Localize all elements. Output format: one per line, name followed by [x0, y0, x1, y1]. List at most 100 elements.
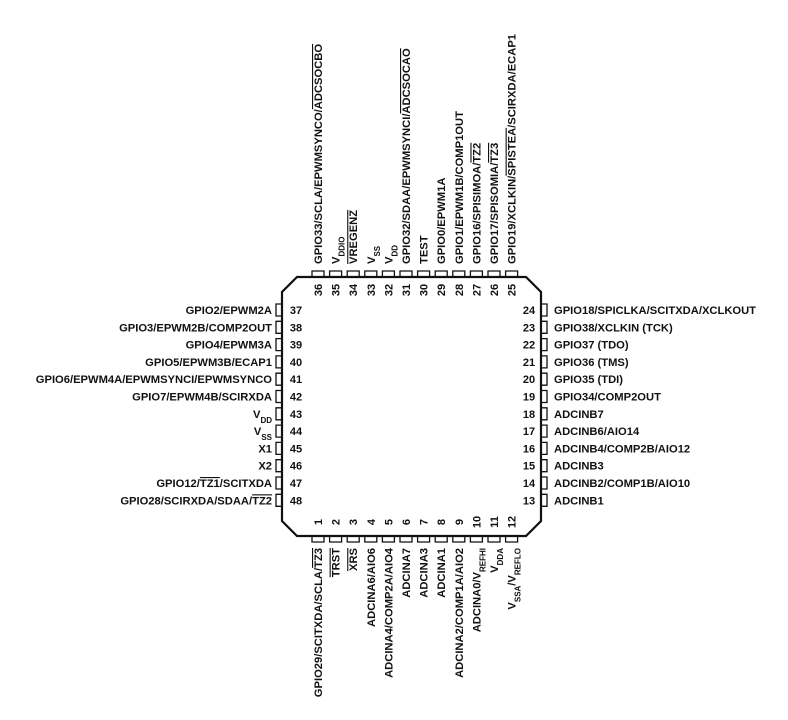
pin-label: GPIO34/COMP2OUT	[554, 392, 661, 404]
pin-number: 13	[523, 495, 535, 507]
pin-label: GPIO19/XCLKIN/SPISTEA/SCIRXDA/ECAP1	[507, 34, 519, 264]
pin-stub	[487, 536, 501, 543]
pin-label: VSSA/VREFLO	[507, 548, 523, 610]
pin-label: ADCINB7	[554, 409, 604, 421]
pin-number: 28	[454, 284, 466, 296]
pin-label: ADCINB2/COMP1B/AIO10	[554, 478, 690, 490]
pin-label: GPIO4/EPWM3A	[186, 340, 272, 352]
pin-number: 21	[523, 357, 535, 369]
pin-label: ADCINA7	[401, 548, 413, 598]
pin-number: 46	[290, 461, 302, 473]
pin-stub	[416, 270, 431, 277]
pin-number: 29	[436, 284, 448, 296]
pin-label: TRST	[331, 548, 343, 577]
pin-number: 33	[366, 284, 378, 296]
pin-label: X2	[258, 461, 272, 473]
pin-number: 26	[489, 284, 501, 296]
pin-label: ADCINB6/AIO14	[554, 426, 640, 438]
pin-number: 20	[523, 374, 535, 386]
pin-number: 44	[290, 426, 303, 438]
pin-label: GPIO37 (TDO)	[554, 340, 629, 352]
pin-label: ADCINA3	[419, 548, 431, 598]
pin-label: ADCINA2/COMP1A/AIO2	[454, 548, 466, 678]
pin-stub	[434, 536, 448, 543]
pin-label: ADCINA1	[436, 548, 448, 598]
pin-label: GPIO29/SCITXDA/SCLA/TZ3	[313, 548, 325, 697]
pin-label: GPIO17/SPISOMIA/TZ3	[489, 143, 501, 264]
pin-number: 11	[489, 516, 501, 528]
pin-stub	[469, 536, 484, 543]
pin-stub	[275, 459, 282, 473]
pin-number: 30	[419, 284, 431, 296]
pin-stub	[328, 270, 343, 277]
pin-number: 6	[401, 519, 413, 525]
pin-number: 4	[366, 518, 378, 525]
pin-stub	[275, 407, 282, 421]
pin-label: GPIO1/EPWM1B/COMP1OUT	[454, 111, 466, 264]
pin-number: 9	[454, 519, 466, 525]
pin-number: 42	[290, 392, 302, 404]
pin-label: GPIO7/EPWM4B/SCIRXDA	[132, 392, 272, 404]
pin-28: 28 GPIO1/EPWM1B/COMP1OUT	[452, 111, 466, 296]
pin-number: 24	[523, 305, 536, 317]
pin-label: VSS	[366, 245, 382, 264]
pin-number: 22	[523, 340, 535, 352]
top-pin-group: 36GPIO33/SCLA/EPWMSYNCO/ADCSOCBO35VDDIO3…	[311, 34, 519, 296]
pin-label: GPIO35 (TDI)	[554, 374, 623, 386]
pin-label: XRS	[348, 547, 360, 571]
pin-number: 32	[383, 284, 395, 296]
pin-stub	[541, 320, 548, 334]
pin-stub	[275, 320, 282, 334]
pin-number: 36	[313, 284, 325, 296]
pin-stub	[364, 270, 378, 277]
pin-number: 2	[331, 519, 343, 525]
pin-label: GPIO38/XCLKIN (TCK)	[554, 322, 673, 334]
pin-number: 35	[331, 284, 343, 296]
pin-stub	[275, 337, 282, 352]
pin-label: VDDIO	[331, 237, 347, 264]
pin-label: GPIO6/EPWM4A/EPWMSYNCI/EPWMSYNCO	[36, 374, 273, 386]
pin-number: 45	[290, 443, 302, 455]
pin-38: 38 GPIO3/EPWM2B/COMP2OUT	[119, 320, 302, 334]
bottom-pin-group: 1GPIO29/SCITXDA/SCLA/TZ32TRST3XRS4ADCINA…	[311, 516, 523, 697]
pin-stub	[275, 476, 282, 490]
pin-stub	[275, 441, 282, 456]
pin-number: 12	[507, 516, 519, 528]
pin-number: 38	[290, 322, 302, 334]
pin-stub	[541, 459, 548, 473]
pin-number: 7	[419, 519, 431, 525]
pin-stub	[311, 270, 325, 277]
ic-package-body	[280, 275, 543, 538]
pin-stub	[275, 389, 282, 404]
pin-stub	[541, 407, 548, 421]
pin-label: GPIO36 (TMS)	[554, 357, 629, 369]
pin-stub	[504, 270, 519, 277]
pin-number: 16	[523, 443, 535, 455]
pin-number: 34	[348, 283, 360, 296]
pin-24: 24 GPIO18/SPICLKA/SCITXDA/XCLKOUT	[523, 303, 756, 317]
pin-label: VDD	[383, 245, 399, 264]
pin-label: GPIO18/SPICLKA/SCITXDA/XCLKOUT	[554, 305, 756, 317]
pin-label: GPIO3/EPWM2B/COMP2OUT	[119, 322, 272, 334]
pin-label: ADCINB3	[554, 461, 604, 473]
pin-26: 26 GPIO17/SPISOMIA/TZ3	[487, 143, 501, 296]
pin-label: ADCINA4/COMP2A/AIO4	[383, 547, 395, 678]
pin-number: 18	[523, 409, 535, 421]
